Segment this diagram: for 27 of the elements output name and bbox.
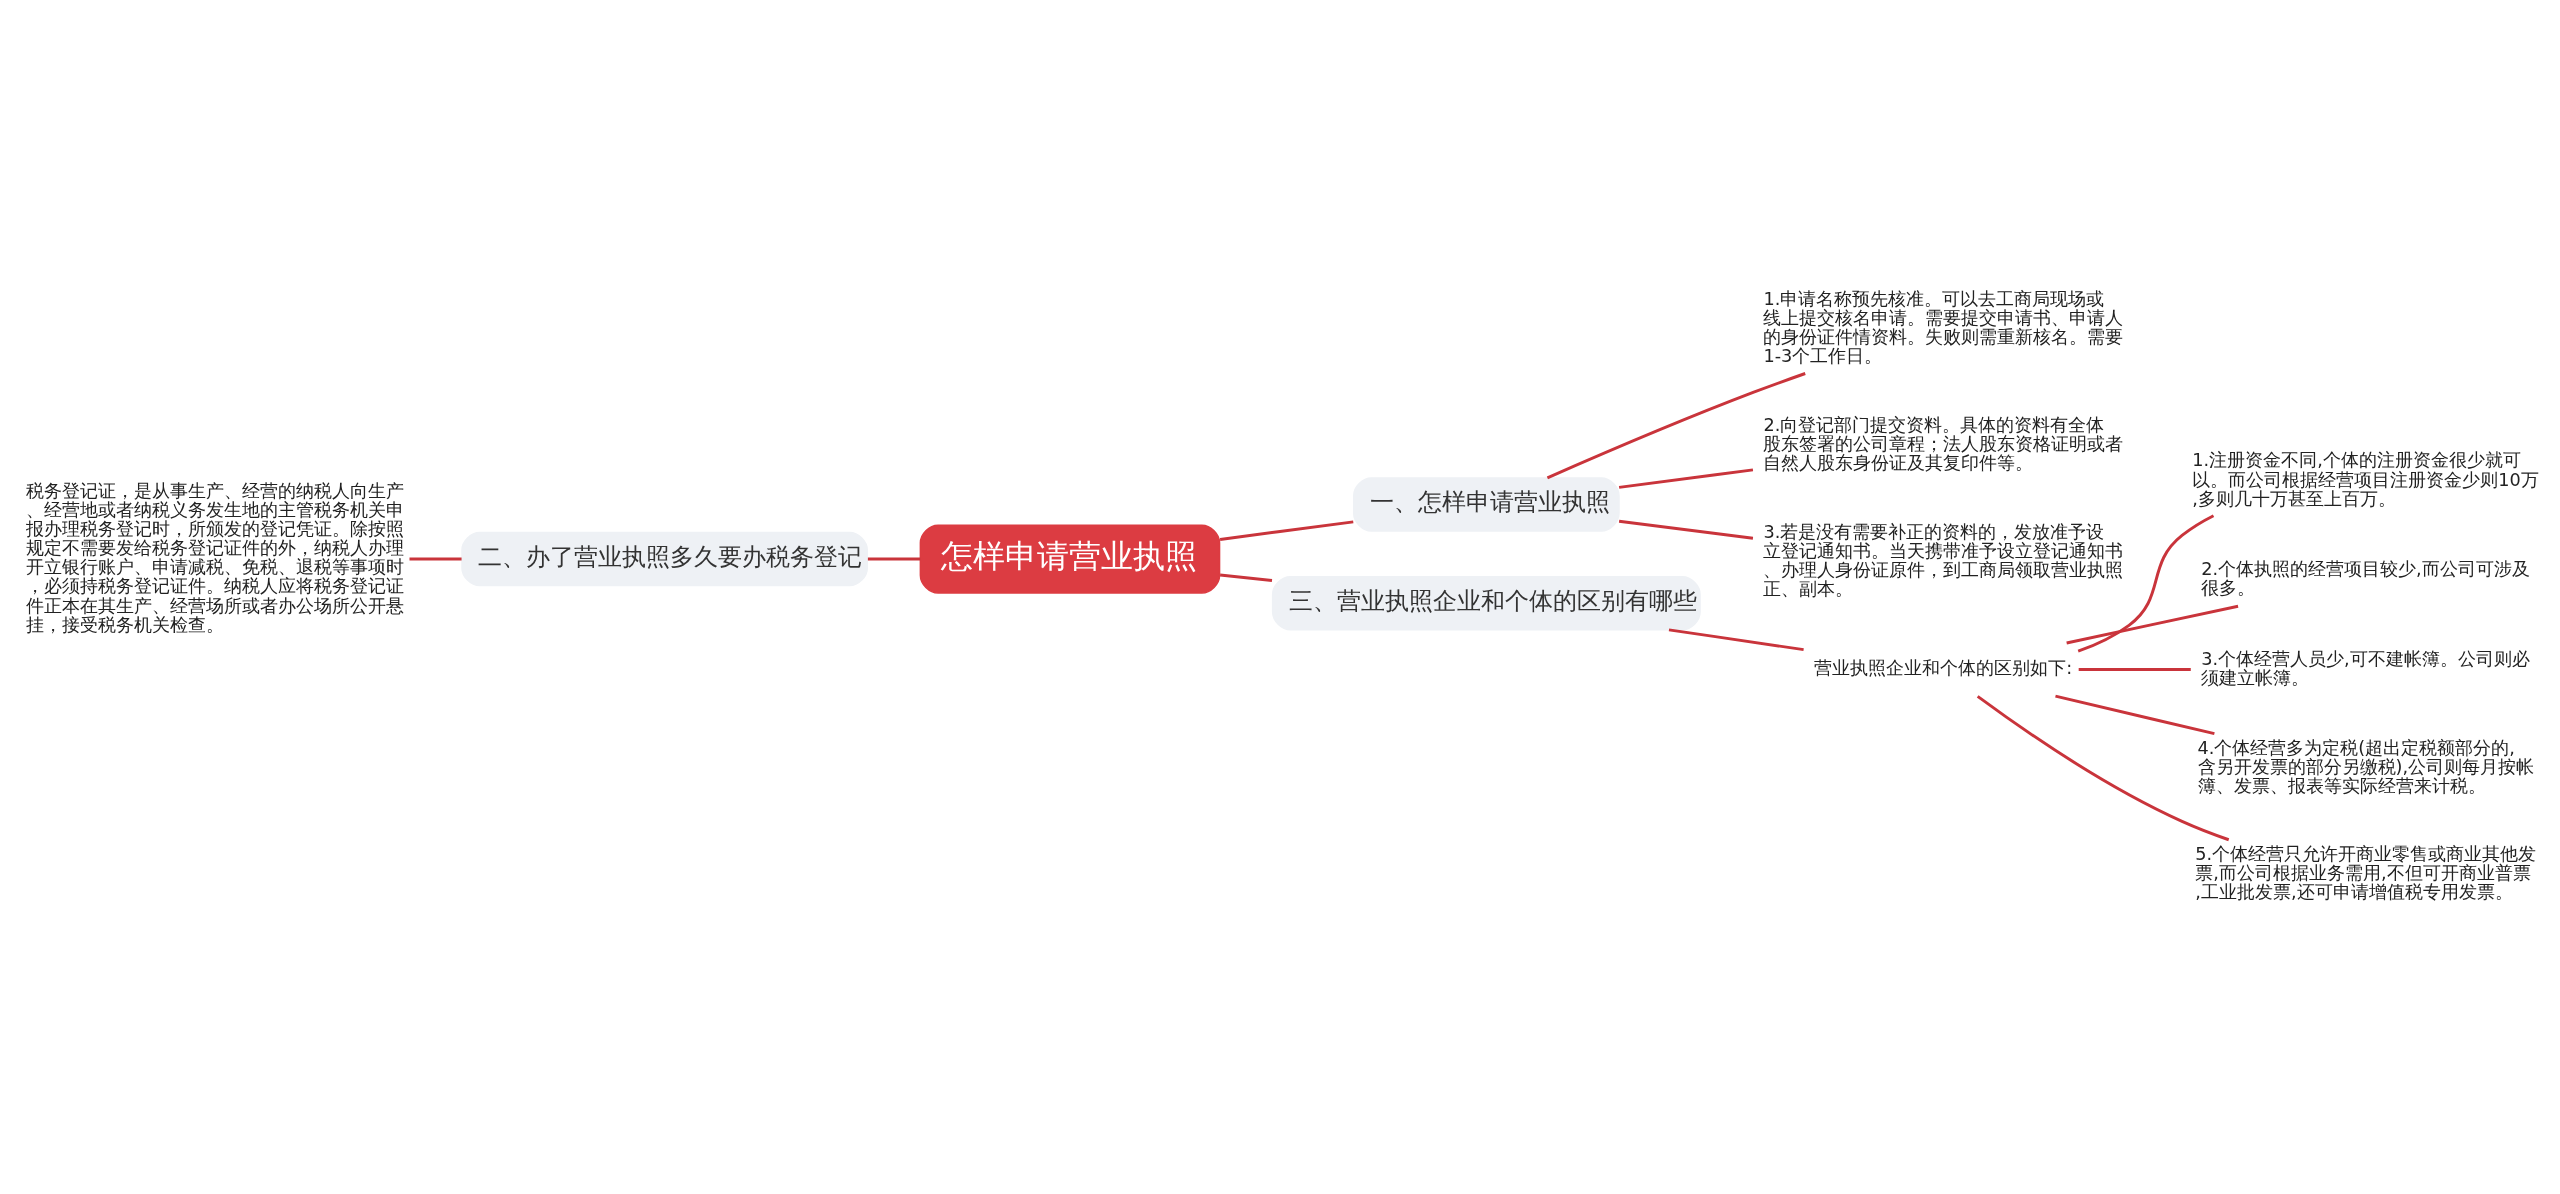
connector [409, 557, 462, 561]
node-text: 1.申请名称预先核准。可以去工商局现场或线上提交核名申请。需要提交申请书、申请人的身份证件情资料。失败则需重新核名。需要1-3个工作日。 [1763, 288, 2124, 367]
node-box: 一、怎样申请营业执照 [1352, 477, 1620, 532]
connector [1546, 372, 1806, 480]
connector [1219, 520, 1354, 541]
node-text: 4.个体经营多为定税(超出定税额部分的,含另开发票的部分另缴税),公司则每月按帐簿、发票、报表等实际经营来计税。 [2197, 737, 2535, 797]
connector [2055, 694, 2215, 736]
node-text: 税务登记证，是从事生产、经营的纳税人向生产、经营地或者纳税义务发生地的主管税务机关申报办理税务登记时，所颁发的登记凭证。除按照规定不需要发给税务登记证件的外，纳税人办理开立银行账户、申请减税、免税、退税等事项时，必须持税务登记证件。纳税人应将税务登记证件正本在其生产、经营场所或者办公场所公开悬挂，接受税务机关检查。 [25, 480, 404, 635]
node-text: 2.向登记部门提交资料。具体的资料有全体股东签署的公司章程；法人股东资格证明或者自然人股东身份证及其复印件等。 [1763, 414, 2124, 474]
connector [1976, 695, 2230, 842]
node-text: 5.个体经营只允许开商业零售或商业其他发票,而公司根据业务需用,不但可开商业普票,工业批发票,还可申请增值税专用发票。 [2195, 843, 2537, 903]
connector [2078, 668, 2191, 672]
connector [1618, 468, 1754, 489]
node-text: 3.个体经营人员少,可不建帐簿。公司则必须建立帐簿。 [2201, 648, 2530, 688]
node-box: 三、营业执照企业和个体的区别有哪些 [1271, 576, 1701, 631]
connector [1618, 519, 1754, 540]
connector [2077, 514, 2215, 653]
connector [867, 557, 921, 561]
node-text: 3.若是没有需要补正的资料的，发放准予设立登记通知书。当天携带准予设立登记通知书、办理人身份证原件，到工商局领取营业执照正、副本。 [1763, 521, 2124, 600]
node-box: 二、办了营业执照多久要办税务登记 [461, 531, 869, 587]
node-text: 1.注册资金不同,个体的注册资金很少就可以。而公司根据经营项目注册资金少则10万,多则几十万甚至上百万。 [2192, 450, 2539, 509]
node-box: 怎样申请营业执照 [919, 524, 1221, 594]
node-text: 营业执照企业和个体的区别如下: [1814, 658, 2073, 679]
connector [2066, 604, 2239, 645]
connector [1219, 573, 1273, 582]
connector [1668, 628, 1804, 652]
node-text: 2.个体执照的经营项目较少,而公司可涉及很多。 [2201, 558, 2530, 598]
